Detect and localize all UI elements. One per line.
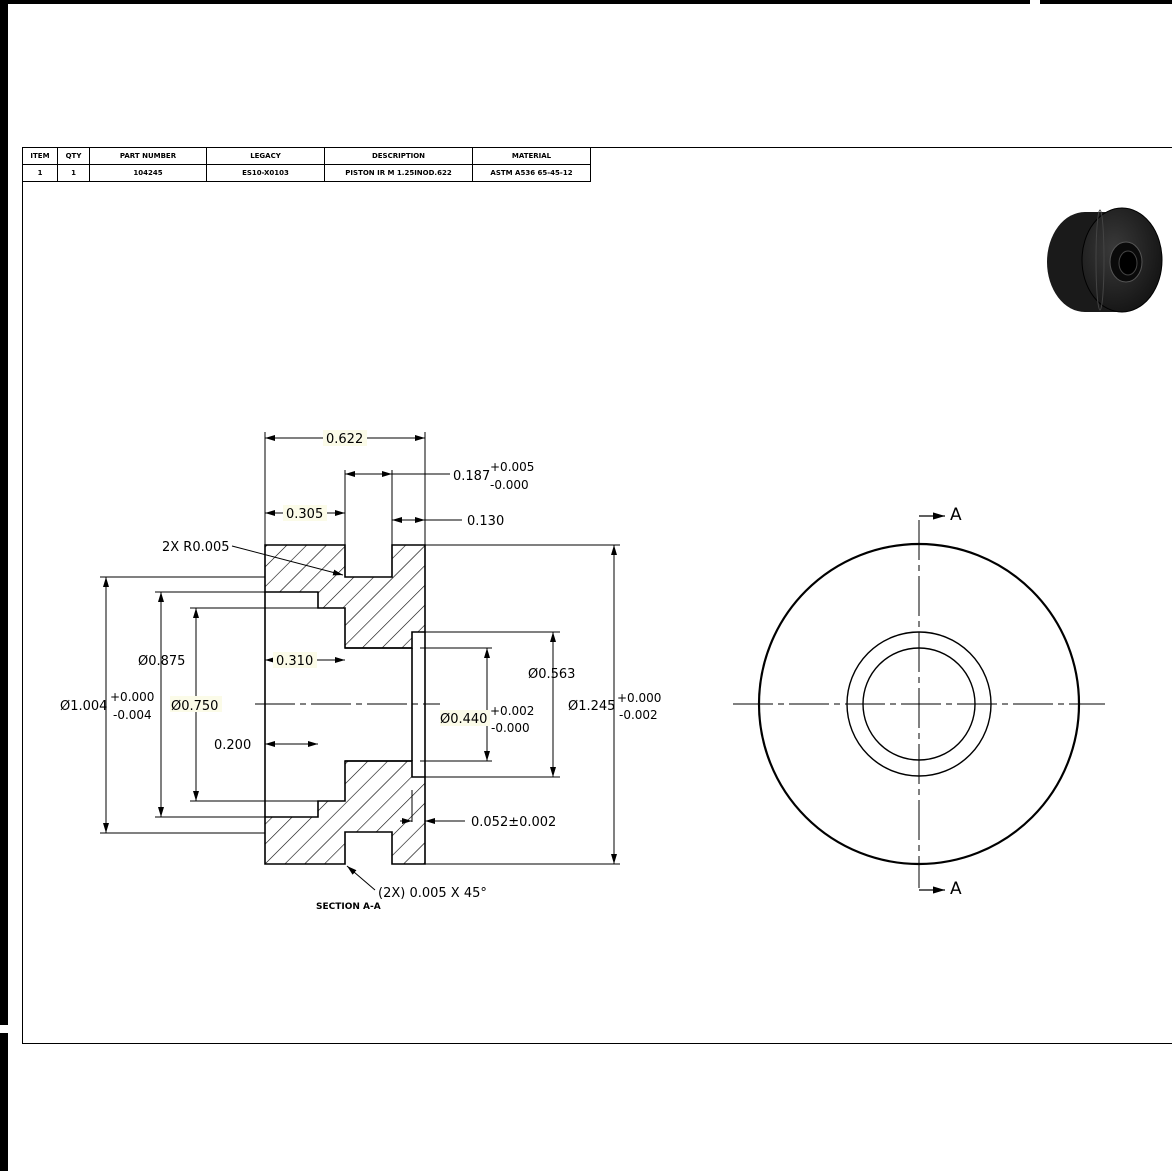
dim-groove-position: 0.305 — [286, 507, 323, 522]
dim-depth-0200: 0.200 — [214, 738, 251, 753]
dim-dia-1004-tol-minus: -0.004 — [113, 708, 152, 722]
dim-groove-width-tol-plus: +0.005 — [490, 460, 534, 474]
end-view — [733, 512, 1105, 894]
dimension-labels: 0.622 0.187 +0.005 -0.000 0.305 0.130 2X… — [60, 430, 661, 912]
dim-groove-to-face: 0.130 — [467, 514, 504, 529]
left-border-lower — [0, 1033, 8, 1171]
dim-dia-0440: Ø0.440 — [440, 712, 487, 727]
dim-recess-depth: 0.052±0.002 — [471, 815, 556, 830]
dim-groove-width-tol-minus: -0.000 — [490, 478, 529, 492]
dim-dia-0563: Ø0.563 — [528, 667, 575, 682]
section-label: SECTION A-A — [316, 902, 381, 912]
section-marker-top: A — [950, 505, 962, 525]
section-marker-bottom: A — [950, 879, 962, 899]
section-a-a-view — [255, 544, 440, 865]
dim-bore-depth-0310: 0.310 — [276, 654, 313, 669]
top-border-left — [0, 0, 1030, 4]
section-upper-half — [264, 544, 426, 649]
dim-groove-width: 0.187 — [453, 469, 490, 484]
drawing-frame — [22, 147, 1172, 1044]
top-border-right — [1040, 0, 1172, 4]
isometric-part-preview — [1047, 207, 1163, 313]
dim-dia-1004: Ø1.004 — [60, 699, 107, 714]
bom-material: ASTM A536 65-45-12 — [472, 164, 591, 182]
dim-dia-0750: Ø0.750 — [171, 699, 218, 714]
dim-dia-0440-tol-minus: -0.000 — [491, 721, 530, 735]
dim-overall-length: 0.622 — [326, 432, 363, 447]
dim-dia-1004-tol-plus: +0.000 — [110, 690, 154, 704]
bom-legacy: ES10-X0103 — [206, 164, 325, 182]
bom-row: 1 1 104245 ES10-X0103 PISTON IR M 1.25IN… — [22, 164, 591, 182]
dim-dia-1245-tol-plus: +0.000 — [617, 691, 661, 705]
dim-dia-1245-tol-minus: -0.002 — [619, 708, 658, 722]
bom-header-row: ITEM QTY PART NUMBER LEGACY DESCRIPTION … — [22, 147, 591, 165]
dim-dia-0440-tol-plus: +0.002 — [490, 704, 534, 718]
section-lower-half — [264, 760, 426, 865]
dim-dia-1245: Ø1.245 — [568, 699, 615, 714]
dim-dia-0875: Ø0.875 — [138, 654, 185, 669]
note-radius: 2X R0.005 — [162, 540, 230, 555]
bom-part-number: 104245 — [89, 164, 207, 182]
bill-of-materials: ITEM QTY PART NUMBER LEGACY DESCRIPTION … — [22, 147, 591, 182]
note-chamfer: (2X) 0.005 X 45° — [378, 886, 487, 901]
left-border-upper — [0, 0, 8, 1025]
bom-description: PISTON IR M 1.25INOD.622 — [324, 164, 473, 182]
